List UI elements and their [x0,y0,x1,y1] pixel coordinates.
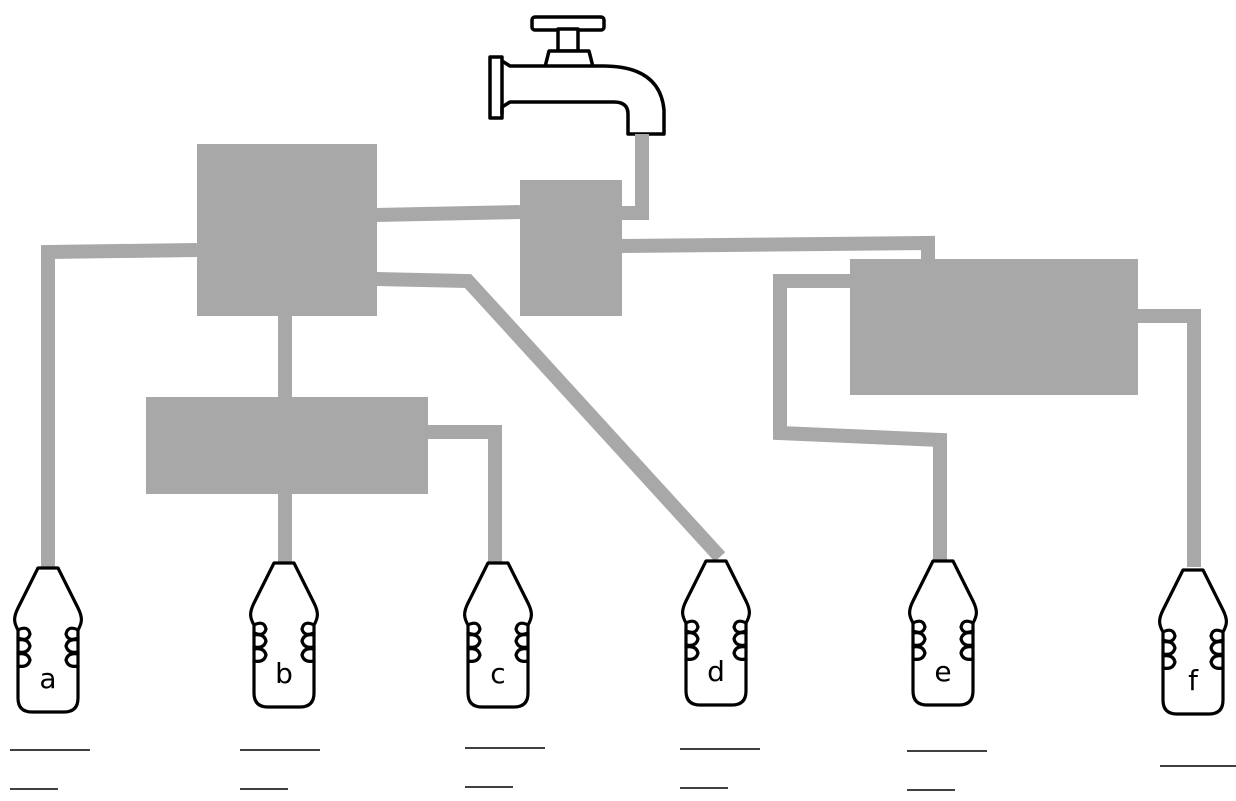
hub-container [520,180,622,316]
top-left-container [197,144,377,316]
bottle-b: b [249,561,319,709]
bottles: a b c d e f [13,559,1228,716]
bottle-ribs [911,619,975,661]
right-container [850,259,1138,395]
lower-left-container [146,397,428,494]
bottle-c: c [463,561,533,709]
bottle-icon [13,566,83,714]
bottle-label: e [934,655,951,688]
bottle-a: a [13,566,83,714]
pipe-right-box-to-bottle-f [1137,309,1201,567]
bottle-icon [908,559,978,707]
bottle-icon [463,561,533,709]
pipe-faucet-to-hub [621,134,649,220]
bottle-label: a [39,662,56,695]
bottle-label: b [275,657,293,690]
bottle-ribs [1161,628,1225,670]
bottle-label: f [1188,664,1199,697]
bottle-icon [1158,568,1228,716]
bottle-label: c [490,657,505,690]
pipe-left-box-to-bottle-a [41,243,198,568]
bottle-icon [249,561,319,709]
pipe-left-box-to-bottle-d [375,272,726,562]
bottle-e: e [908,559,978,707]
bottle-d: d [681,559,751,707]
answer-blanks [10,747,1236,791]
bottle-f: f [1158,568,1228,716]
pipe-lower-box-to-bottle-c [427,425,502,565]
pipe-network [41,134,1201,568]
containers [146,144,1138,494]
bottle-ribs [252,621,316,663]
pipe-hub-to-right-box [620,235,935,259]
bottle-ribs [466,621,530,663]
bottle-ribs [684,619,748,661]
pipe-hub-to-left-box [375,205,521,222]
pipe-right-box-to-bottle-e [773,274,947,562]
bottle-ribs [16,626,80,668]
bottle-label: d [707,655,725,688]
bottle-icon [681,559,751,707]
faucet-icon [488,15,666,136]
